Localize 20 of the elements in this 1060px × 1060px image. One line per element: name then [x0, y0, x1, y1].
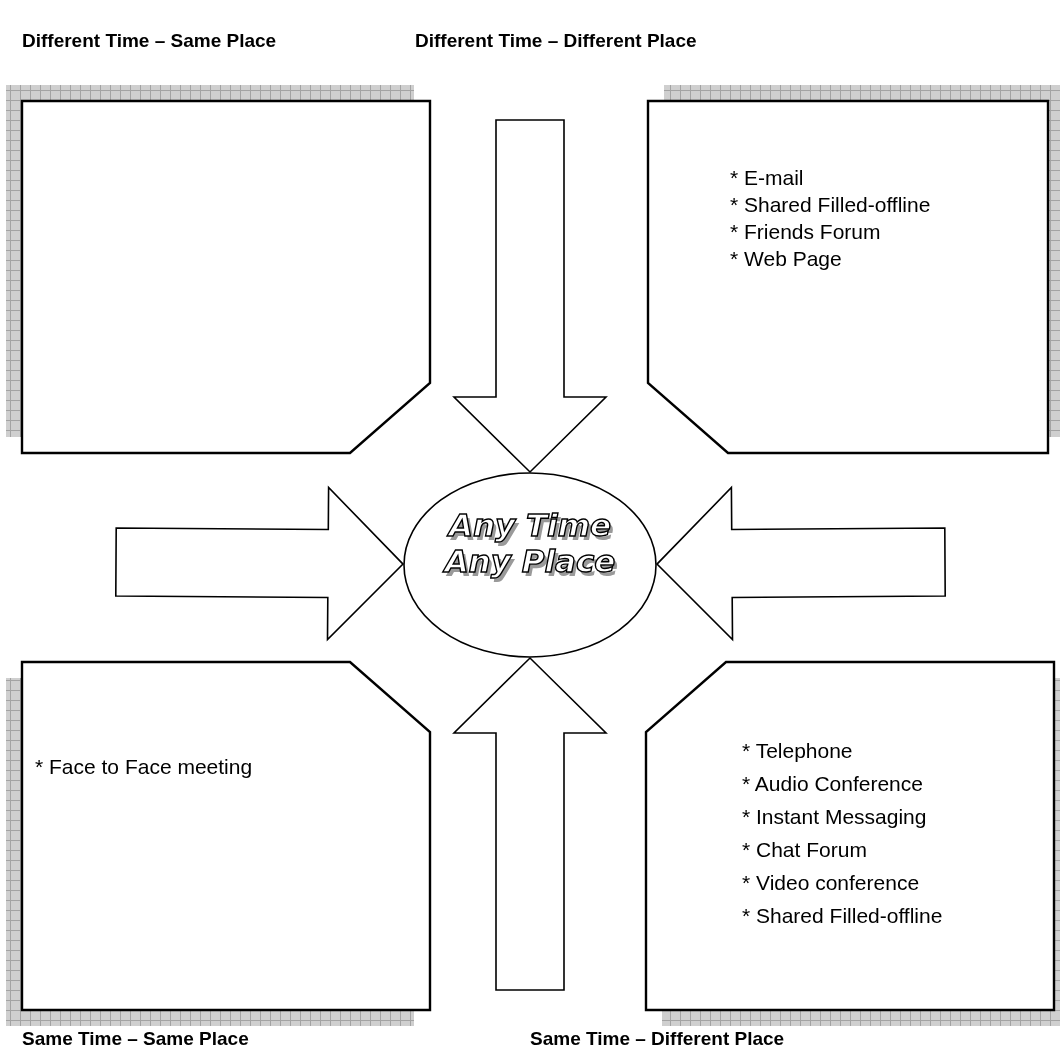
list-item: * Shared Filled-offline — [730, 194, 931, 215]
list-item: * Video conference — [742, 872, 920, 893]
list-item: * Web Page — [730, 248, 842, 269]
center-title: Any Time Any Place — [440, 508, 620, 580]
quadrant-heading: Different Time – Same Place — [22, 30, 277, 52]
list-item: * Chat Forum — [742, 839, 867, 860]
list-item: * Face to Face meeting — [35, 756, 253, 777]
list-item: * Audio Conference — [742, 773, 923, 794]
block-arrow — [452, 656, 608, 991]
block-arrow — [655, 485, 946, 642]
list-item: * Shared Filled-offline — [742, 905, 943, 926]
list-item: * Friends Forum — [730, 221, 881, 242]
list-item: * Instant Messaging — [742, 806, 927, 827]
list-item: * Telephone — [742, 740, 853, 761]
block-arrow — [452, 119, 608, 474]
list-item: * E-mail — [730, 167, 804, 188]
block-arrow — [115, 485, 405, 642]
quadrant-heading: Same Time – Different Place — [530, 1028, 785, 1050]
quadrant-heading: Same Time – Same Place — [22, 1028, 249, 1050]
quadrant-heading: Different Time – Different Place — [415, 30, 697, 52]
